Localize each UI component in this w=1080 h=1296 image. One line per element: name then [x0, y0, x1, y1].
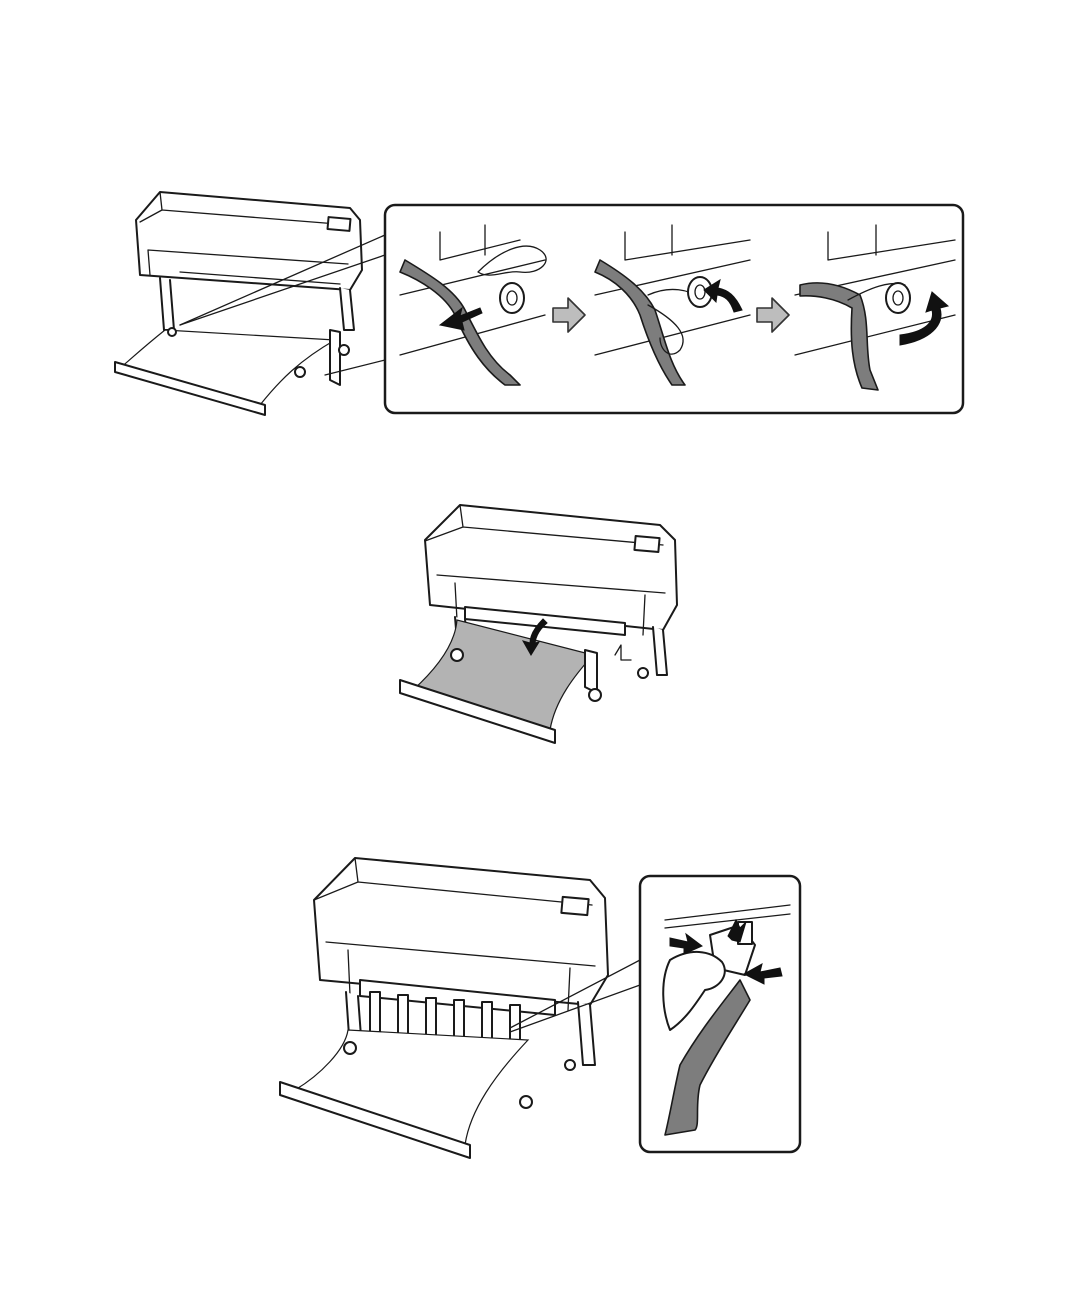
figure-3-illustration [270, 850, 810, 1160]
printer-illustration [136, 192, 362, 330]
paper-basket [115, 328, 349, 415]
paper-basket [400, 620, 648, 743]
paper-basket [280, 1030, 575, 1158]
figure-2 [385, 495, 695, 760]
figure-1 [100, 180, 970, 430]
figure-2-illustration [385, 495, 695, 760]
figure-3 [270, 850, 810, 1160]
figure-1-illustration [100, 180, 970, 430]
